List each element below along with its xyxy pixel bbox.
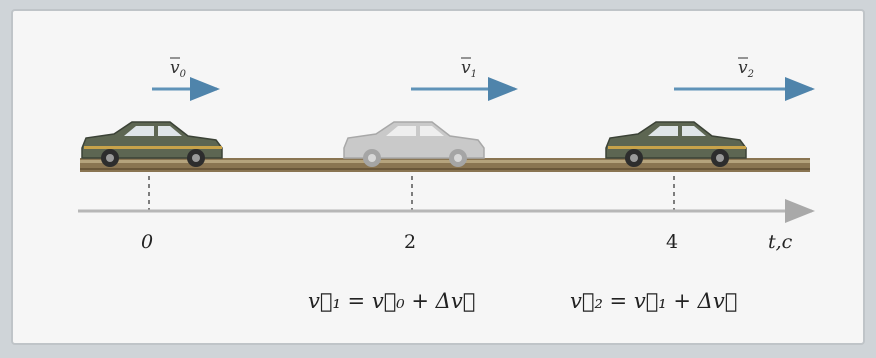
car-icon-t2 (343, 121, 485, 167)
v2-letter: v (738, 58, 748, 78)
label-v2: v2 (738, 57, 754, 80)
v0-letter: v (170, 58, 180, 78)
car-icon-t4 (605, 121, 747, 167)
tick-label-4: 4 (666, 231, 678, 253)
axis-unit-label: t,c (768, 231, 793, 253)
car-icon-t0 (81, 121, 223, 167)
label-v0: v0 (170, 57, 187, 80)
v0-sub: 0 (180, 69, 187, 80)
tick-label-2: 2 (404, 231, 416, 253)
guide-lines (148, 176, 675, 210)
v2-sub: 2 (747, 69, 754, 80)
equation-v1: v⃗₁ = v⃗₀ + Δv⃗ (308, 289, 475, 313)
tick-label-0: 0 (141, 231, 153, 253)
v1-letter: v (461, 58, 471, 78)
v1-sub: 1 (471, 69, 477, 80)
label-v1: v1 (461, 57, 477, 80)
svg-text:v1: v1 (461, 58, 477, 80)
svg-text:v2: v2 (738, 58, 754, 80)
equation-v2: v⃗₂ = v⃗₁ + Δv⃗ (570, 289, 737, 313)
svg-text:v0: v0 (170, 58, 187, 80)
card-background (11, 9, 865, 345)
